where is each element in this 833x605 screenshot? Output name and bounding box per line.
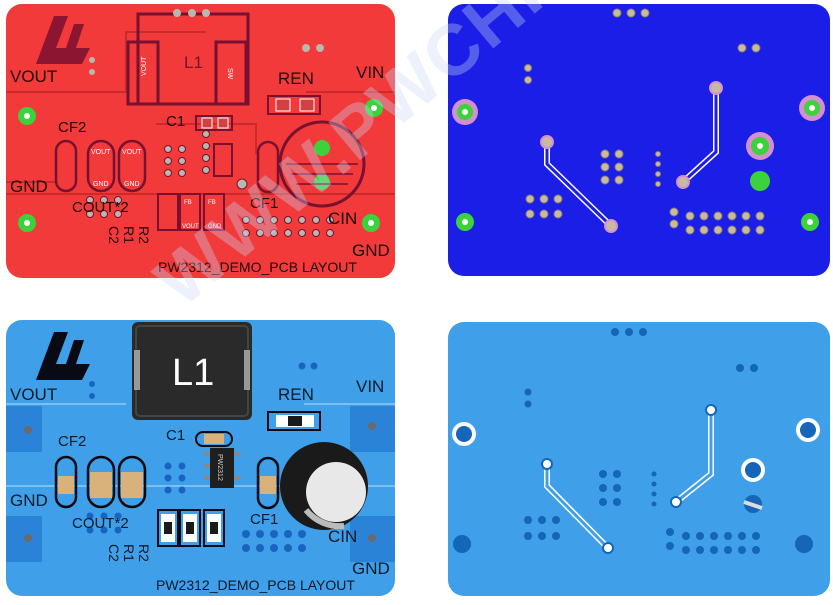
c2-label: C2 xyxy=(106,226,122,244)
l1-assembly-label: L1 xyxy=(172,352,215,394)
cout-label: COUT*2 xyxy=(72,199,129,216)
vout-assembly-label: VOUT xyxy=(10,385,58,404)
svg-text:VOUT: VOUT xyxy=(182,224,199,230)
vout-label: VOUT xyxy=(10,67,58,86)
svg-text:FB: FB xyxy=(184,200,192,206)
svg-text:VOUT: VOUT xyxy=(91,149,111,156)
gnd-left-label: GND xyxy=(10,177,48,196)
gnd-right-assembly-label: GND xyxy=(352,559,390,578)
assembly-bottom-holes xyxy=(452,418,820,553)
vin-assembly-label: VIN xyxy=(356,377,385,396)
r2-assembly-label: R2 xyxy=(136,544,152,562)
ren-label: REN xyxy=(278,69,314,88)
r2-label: R2 xyxy=(136,226,152,244)
fb-resistors xyxy=(157,509,225,547)
l1-label: L1 xyxy=(184,53,203,72)
bottom-copper-board xyxy=(448,4,830,276)
gnd-left-assembly-label: GND xyxy=(10,491,48,510)
cout-assembly-label: COUT*2 xyxy=(72,515,129,532)
board-title-top: PW2312_DEMO_PCB LAYOUT xyxy=(158,259,357,275)
svg-text:GND: GND xyxy=(93,181,109,188)
ic-marking: PW2312 xyxy=(216,454,223,481)
r1-assembly-label: R1 xyxy=(121,544,137,562)
assembly-top-artwork: PW2312 xyxy=(6,322,395,562)
pwchip-logo-assembly xyxy=(36,332,90,380)
cf1-label: CF1 xyxy=(250,195,279,212)
top-copper-artwork: VOUT SW xyxy=(6,9,395,237)
bottom-copper-artwork xyxy=(452,8,825,235)
cin-capacitor xyxy=(280,442,368,530)
top-connector-pads xyxy=(18,99,383,232)
l1-inductor xyxy=(132,322,252,420)
cf1-assembly-label: CF1 xyxy=(250,511,279,528)
top-copper-board: VOUT SW xyxy=(6,4,395,278)
cout-capacitors xyxy=(54,455,280,510)
c2-assembly-label: C2 xyxy=(106,544,122,562)
svg-text:GND: GND xyxy=(124,181,140,188)
cin-assembly-label: CIN xyxy=(328,527,358,546)
vin-label: VIN xyxy=(356,63,385,82)
svg-text:GND: GND xyxy=(208,224,222,230)
ren-assembly-label: REN xyxy=(278,385,314,404)
svg-text:VOUT: VOUT xyxy=(122,149,142,156)
assembly-top-board: PW2312 L1 VOUT REN VIN CF2 C1 GND COUT*2… xyxy=(6,320,395,596)
r1-label: R1 xyxy=(121,226,137,244)
bottom-mounting-holes xyxy=(452,95,825,231)
assembly-bottom-artwork xyxy=(452,328,820,554)
board-title-assembly: PW2312_DEMO_PCB LAYOUT xyxy=(156,577,355,593)
cin-label: CIN xyxy=(328,209,358,228)
cf2-label: CF2 xyxy=(58,119,87,136)
svg-text:FB: FB xyxy=(208,200,216,206)
c1-label: C1 xyxy=(166,113,186,130)
gnd-right-label: GND xyxy=(352,241,390,260)
assembly-bottom-board xyxy=(448,322,830,596)
pwchip-logo-top xyxy=(36,16,90,64)
svg-text:VOUT: VOUT xyxy=(141,56,148,76)
c1-assembly-label: C1 xyxy=(166,427,186,444)
cf2-assembly-label: CF2 xyxy=(58,433,87,450)
svg-text:SW: SW xyxy=(226,68,233,80)
